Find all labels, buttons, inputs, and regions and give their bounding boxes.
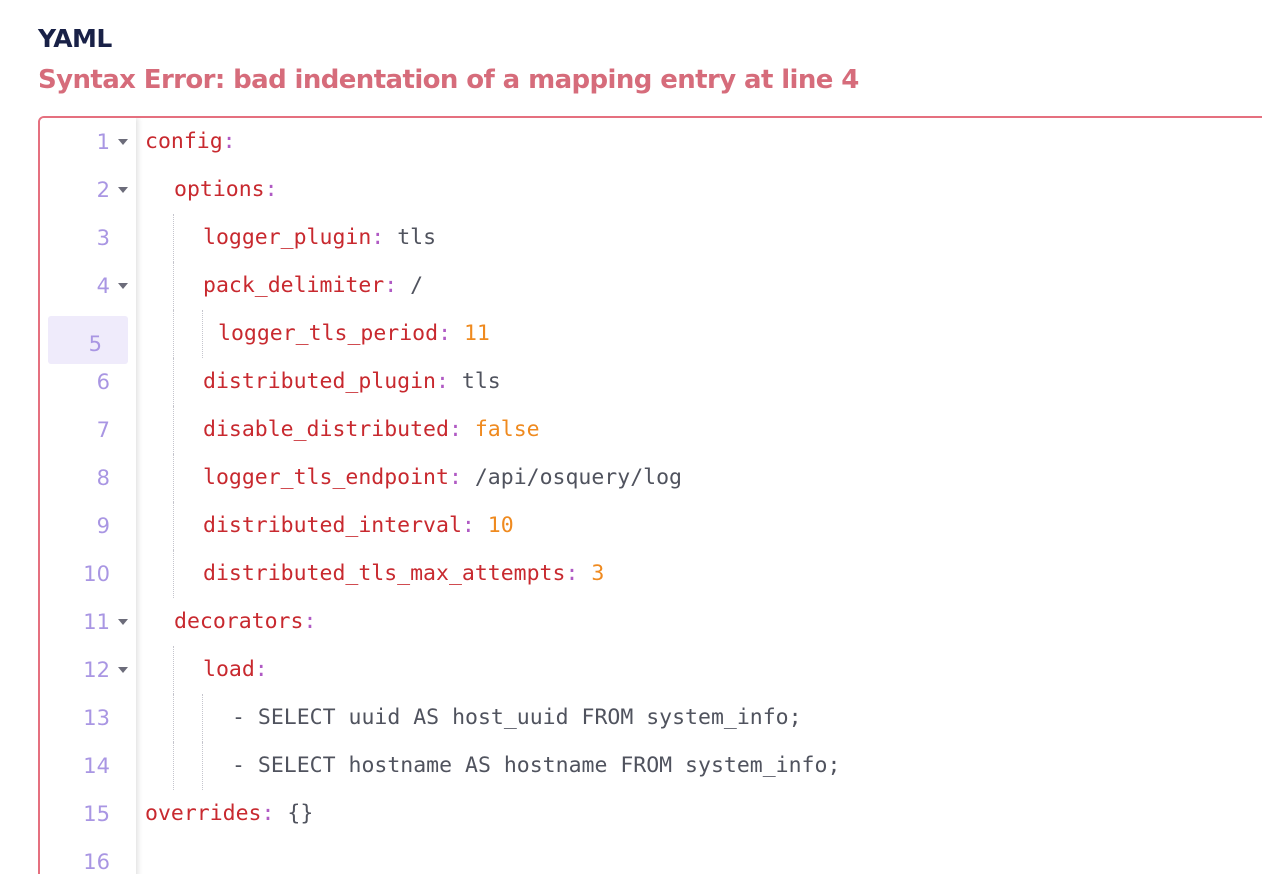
code-line[interactable]: disable_distributed: false	[136, 406, 1262, 454]
code-line-error[interactable]: logger_tls_period: 11	[136, 310, 1262, 358]
list-dash: -	[232, 753, 245, 778]
gutter-line-14: 14	[48, 742, 128, 790]
code-line[interactable]: pack_delimiter: /	[136, 262, 1262, 310]
yaml-key: pack_delimiter	[203, 273, 385, 298]
gutter-line-12: 12	[48, 646, 128, 694]
yaml-key: distributed_plugin	[203, 369, 436, 394]
yaml-key: logger_tls_period	[218, 321, 439, 346]
indent-guide	[202, 742, 203, 790]
yaml-number: 10	[487, 513, 514, 538]
indent-guide	[173, 550, 174, 598]
yaml-code-editor[interactable]: 1 2 3 4 5 6 7 8 9 10 11 12 13 14 15 16 c…	[38, 116, 1262, 874]
code-line[interactable]	[136, 838, 1262, 874]
line-number: 15	[83, 802, 110, 826]
code-line[interactable]: distributed_plugin: tls	[136, 358, 1262, 406]
code-line[interactable]: distributed_tls_max_attempts: 3	[136, 550, 1262, 598]
gutter-line-3: 3	[48, 214, 128, 262]
gutter-line-5-active: 5	[48, 316, 128, 364]
indent-guide	[173, 406, 174, 454]
fold-arrow-icon[interactable]	[118, 619, 128, 625]
code-line[interactable]: options:	[174, 177, 278, 202]
yaml-key: config	[145, 129, 223, 154]
yaml-key: options	[174, 177, 265, 202]
indent-guide	[173, 262, 174, 310]
line-number: 7	[96, 418, 110, 442]
yaml-key: distributed_interval	[203, 513, 462, 538]
line-number: 2	[96, 178, 110, 202]
gutter-line-16: 16	[48, 838, 128, 874]
gutter-line-1: 1	[48, 118, 128, 166]
yaml-number: 11	[463, 321, 490, 346]
line-number: 16	[83, 850, 110, 874]
yaml-key: load	[203, 657, 255, 682]
fold-arrow-icon[interactable]	[118, 187, 128, 193]
line-number: 12	[83, 658, 110, 682]
code-line[interactable]: logger_plugin: tls	[136, 214, 1262, 262]
code-line[interactable]: config:	[145, 129, 236, 154]
fold-arrow-icon[interactable]	[118, 139, 128, 145]
yaml-boolean: false	[474, 417, 540, 442]
fold-arrow-icon[interactable]	[118, 283, 128, 289]
gutter-line-13: 13	[48, 694, 128, 742]
indent-guide	[173, 646, 174, 694]
line-number: 13	[83, 706, 110, 730]
gutter-line-10: 10	[48, 550, 128, 598]
indent-guide	[202, 694, 203, 742]
line-number: 10	[83, 562, 110, 586]
gutter-line-2: 2	[48, 166, 128, 214]
line-number: 14	[83, 754, 110, 778]
list-dash: -	[232, 705, 245, 730]
code-area[interactable]: config: options: logger_plugin: tls pack…	[136, 118, 1262, 874]
yaml-value: /api/osquery/log	[474, 465, 682, 490]
code-line[interactable]: overrides: {}	[145, 801, 314, 826]
gutter-line-7: 7	[48, 406, 128, 454]
indent-guide	[173, 694, 174, 742]
yaml-value: SELECT hostname AS hostname FROM system_…	[257, 753, 841, 778]
yaml-value: SELECT uuid AS host_uuid FROM system_inf…	[257, 705, 802, 730]
line-number-gutter: 1 2 3 4 5 6 7 8 9 10 11 12 13 14 15 16	[40, 118, 136, 874]
yaml-key: disable_distributed	[203, 417, 449, 442]
code-line[interactable]: distributed_interval: 10	[136, 502, 1262, 550]
line-number: 4	[96, 274, 110, 298]
line-number: 11	[83, 610, 110, 634]
line-number: 5	[88, 332, 102, 356]
indent-guide	[173, 742, 174, 790]
yaml-key: logger_tls_endpoint	[203, 465, 449, 490]
gutter-line-8: 8	[48, 454, 128, 502]
yaml-key: overrides	[145, 801, 262, 826]
gutter-line-6: 6	[48, 358, 128, 406]
yaml-key: decorators	[174, 609, 304, 634]
indent-guide	[173, 454, 174, 502]
fold-arrow-icon[interactable]	[118, 667, 128, 673]
code-line[interactable]: - SELECT hostname AS hostname FROM syste…	[136, 742, 1262, 790]
yaml-number: 3	[591, 561, 605, 586]
gutter-line-9: 9	[48, 502, 128, 550]
gutter-line-4: 4	[48, 262, 128, 310]
line-number: 3	[96, 226, 110, 250]
yaml-value: /	[410, 273, 424, 298]
code-line[interactable]: load:	[136, 646, 1262, 694]
code-line[interactable]: - SELECT uuid AS host_uuid FROM system_i…	[136, 694, 1262, 742]
line-number: 8	[96, 466, 110, 490]
indent-guide	[173, 310, 174, 358]
code-line[interactable]: decorators:	[174, 609, 317, 634]
line-number: 6	[96, 370, 110, 394]
gutter-line-15: 15	[48, 790, 128, 838]
syntax-error-message: Syntax Error: bad indentation of a mappi…	[38, 65, 859, 95]
yaml-key: logger_plugin	[203, 225, 372, 250]
gutter-line-11: 11	[48, 598, 128, 646]
indent-guide	[173, 502, 174, 550]
indent-guide	[173, 214, 174, 262]
line-number: 1	[96, 130, 110, 154]
section-title: YAML	[38, 24, 112, 53]
yaml-value: {}	[287, 801, 314, 826]
indent-guide	[202, 310, 203, 358]
code-line[interactable]: logger_tls_endpoint: /api/osquery/log	[136, 454, 1262, 502]
line-number: 9	[96, 514, 110, 538]
yaml-value: tls	[461, 369, 501, 394]
indent-guide	[173, 358, 174, 406]
yaml-value: tls	[397, 225, 437, 250]
yaml-key: distributed_tls_max_attempts	[203, 561, 566, 586]
